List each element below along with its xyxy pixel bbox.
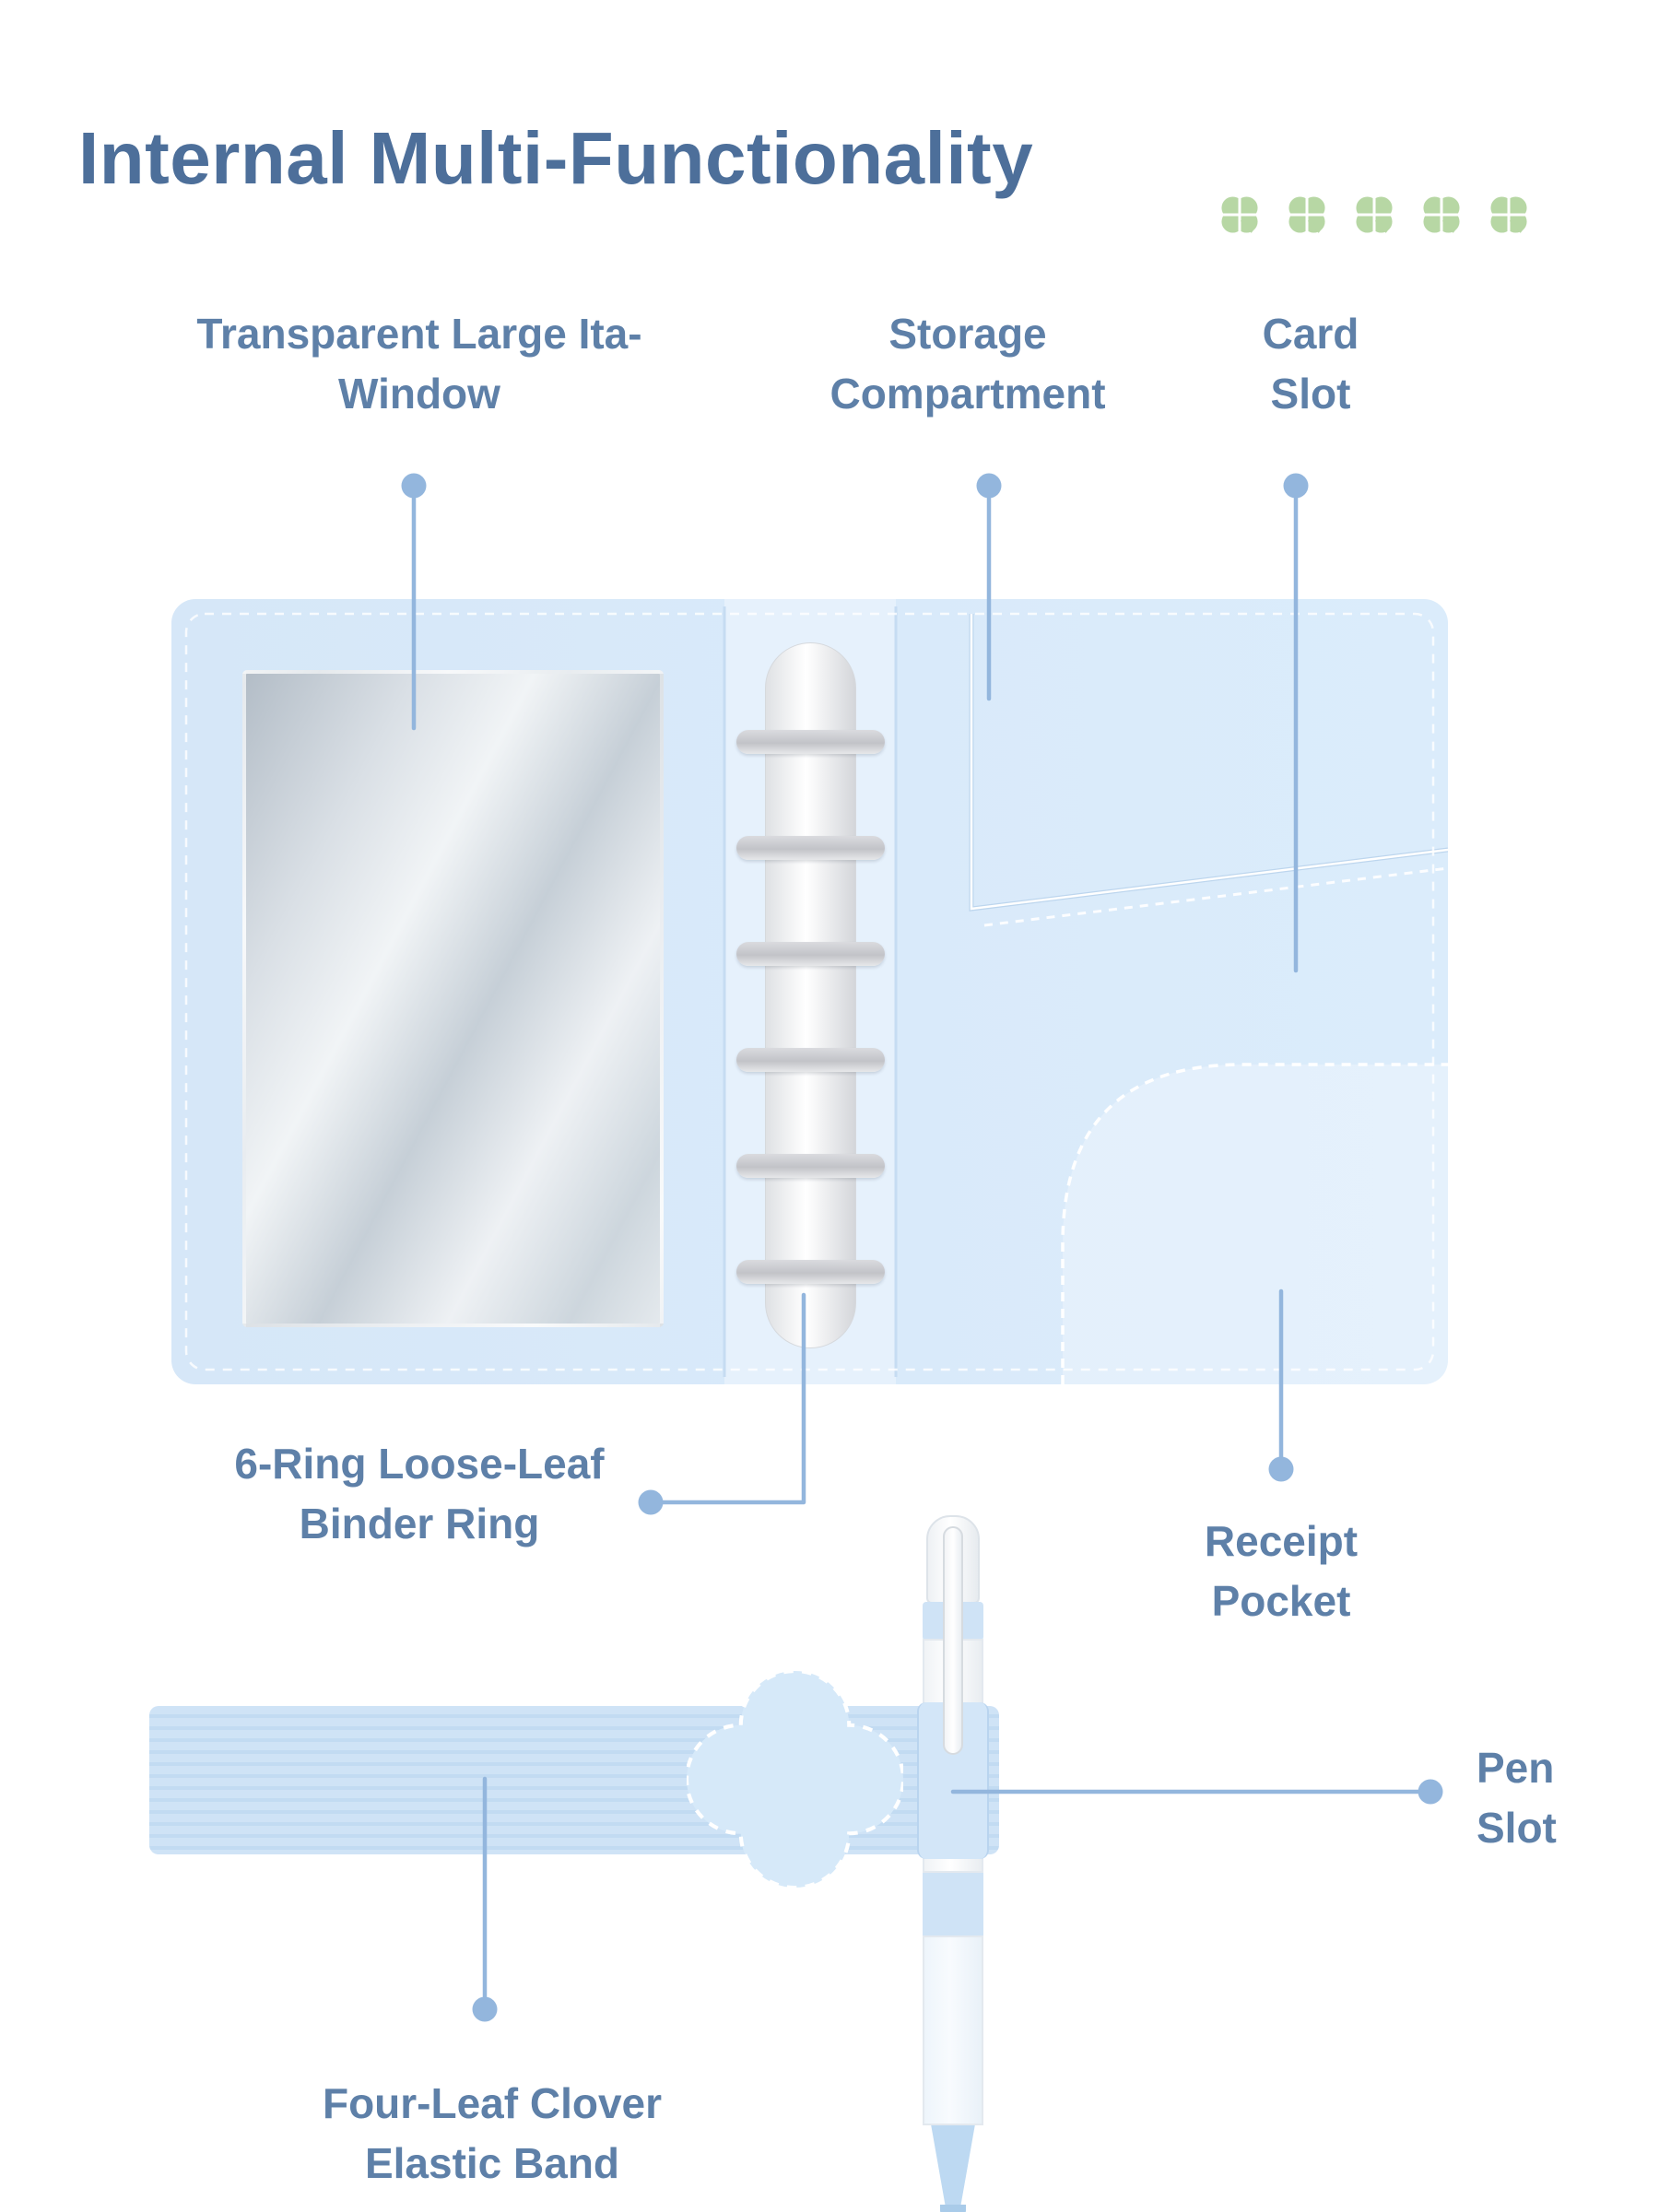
ita-window-pane — [242, 670, 664, 1327]
clover-icon — [1423, 196, 1460, 233]
leader-dot-storage — [976, 473, 1002, 499]
label-elastic-band: Four-Leaf Clover Elastic Band — [323, 2074, 662, 2194]
storage-seam — [970, 614, 1448, 911]
leader-dot-pen-slot — [1418, 1779, 1443, 1805]
clover-icon-wrap — [1353, 194, 1395, 241]
pen-lower-body — [923, 1936, 983, 2125]
page-title: Internal Multi-Functionality — [78, 116, 1034, 199]
clover-icon-wrap — [1488, 194, 1530, 241]
label-line: Binder Ring — [299, 1500, 540, 1548]
clover-band-ornament — [687, 1671, 903, 1888]
label-line: Compartment — [830, 370, 1106, 418]
binder-ring — [736, 942, 885, 966]
binder-ring — [736, 1048, 885, 1072]
clover-icon-wrap — [1420, 194, 1463, 241]
ring-assembly — [736, 642, 885, 1348]
card-slot-stitch — [983, 866, 1448, 927]
ring-bar — [765, 642, 856, 1348]
binder-illustration — [171, 599, 1448, 1384]
binder-ring — [736, 836, 885, 860]
pen-grip-ring — [923, 1873, 983, 1936]
pen-tip-nub — [940, 2205, 966, 2212]
label-receipt-pocket: Receipt Pocket — [1205, 1512, 1358, 1632]
label-storage-compartment: Storage Compartment — [830, 304, 1105, 425]
binder-ring — [736, 730, 885, 754]
leader-dot-binder-ring — [638, 1489, 664, 1515]
clover-icon — [1288, 196, 1325, 233]
label-line: Storage — [888, 310, 1047, 358]
label-line: Receipt — [1204, 1517, 1359, 1565]
label-pen-slot: Pen Slot — [1477, 1738, 1557, 1859]
label-line: Window — [338, 370, 500, 418]
quatrefoil-shape — [687, 1671, 903, 1888]
label-line: Slot — [1477, 1804, 1557, 1853]
label-binder-ring: 6-Ring Loose-Leaf Binder Ring — [234, 1434, 604, 1555]
pen-tip-cone — [931, 2125, 975, 2205]
clover-icon — [1490, 196, 1527, 233]
label-line: Slot — [1270, 370, 1351, 418]
clover-icon — [1221, 196, 1258, 233]
label-line: Elastic Band — [364, 2139, 620, 2188]
label-card-slot: Card Slot — [1263, 304, 1359, 425]
pen-clip — [943, 1526, 963, 1755]
leader-dot-receipt — [1268, 1456, 1294, 1482]
binder-ring — [736, 1154, 885, 1178]
leader-dot-window — [401, 473, 427, 499]
binder-ring — [736, 1260, 885, 1284]
leader-dot-elastic-band — [472, 1996, 498, 2022]
clover-icon — [1356, 196, 1393, 233]
label-line: Pen — [1477, 1744, 1555, 1792]
receipt-pocket-stitch — [1061, 1063, 1448, 1384]
label-line: 6-Ring Loose-Leaf — [234, 1440, 605, 1488]
clover-icon-wrap — [1218, 194, 1261, 241]
storage-seam-shadow — [969, 614, 1448, 912]
label-line: Four-Leaf Clover — [322, 2079, 663, 2127]
clover-icon-wrap — [1286, 194, 1328, 241]
label-line: Transparent Large Ita- — [196, 310, 642, 358]
label-line: Card — [1262, 310, 1359, 358]
leader-dot-card-slot — [1283, 473, 1309, 499]
receipt-pocket-shape — [1063, 1065, 1448, 1384]
clover-decoration — [1218, 194, 1530, 241]
label-line: Pocket — [1211, 1577, 1351, 1626]
label-ita-window: Transparent Large Ita- Window — [196, 304, 641, 425]
